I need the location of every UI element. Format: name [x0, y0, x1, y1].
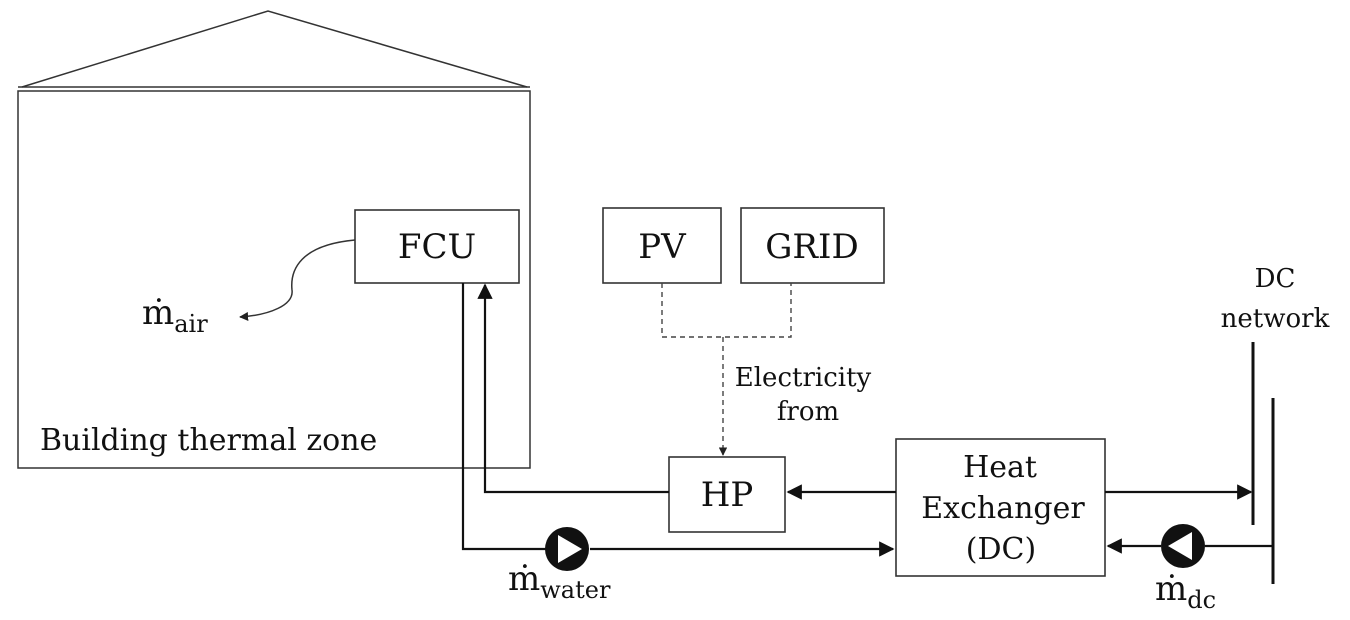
building-zone-box [17, 90, 531, 469]
water-flow-label: ṁwater [508, 559, 611, 604]
electricity-dashed-bus [661, 283, 792, 338]
heat-exchanger-line3: (DC) [966, 532, 1036, 567]
electricity-label-line2: from [777, 397, 839, 427]
hp-to-fcu-line [477, 283, 669, 494]
fcu-unit: FCU [354, 209, 520, 284]
hp-label: HP [701, 475, 754, 515]
pv-unit: PV [602, 207, 722, 284]
dc-network-label-line2: network [1221, 304, 1330, 334]
hp-unit: HP [668, 456, 786, 533]
grid-unit: GRID [740, 207, 885, 284]
building-zone-label: Building thermal zone [40, 423, 377, 458]
heat-exchanger-unit: Heat Exchanger (DC) [895, 438, 1106, 577]
heat-exchanger-line1: Heat [963, 450, 1037, 485]
pv-box [602, 207, 722, 284]
air-flow-arrow [239, 239, 356, 321]
heat-exchanger-line2: Exchanger [921, 491, 1085, 526]
dc-network-label-line1: DC [1255, 264, 1296, 294]
dc-flow-label: ṁdc [1155, 569, 1216, 614]
pv-label: PV [638, 227, 687, 267]
dc-pump-icon [1161, 524, 1205, 568]
water-pump-icon [545, 527, 589, 571]
air-flow-label: ṁair [142, 293, 208, 338]
fcu-return-line [461, 283, 546, 551]
building-roof [21, 10, 528, 88]
hp-box [668, 456, 786, 533]
fcu-label: FCU [398, 227, 476, 267]
fcu-box [354, 209, 520, 284]
electricity-label-line1: Electricity [735, 363, 872, 393]
heat-exchanger-box [895, 438, 1106, 577]
grid-box [740, 207, 885, 284]
grid-label: GRID [765, 227, 858, 267]
building: Building thermal zone [17, 10, 531, 469]
